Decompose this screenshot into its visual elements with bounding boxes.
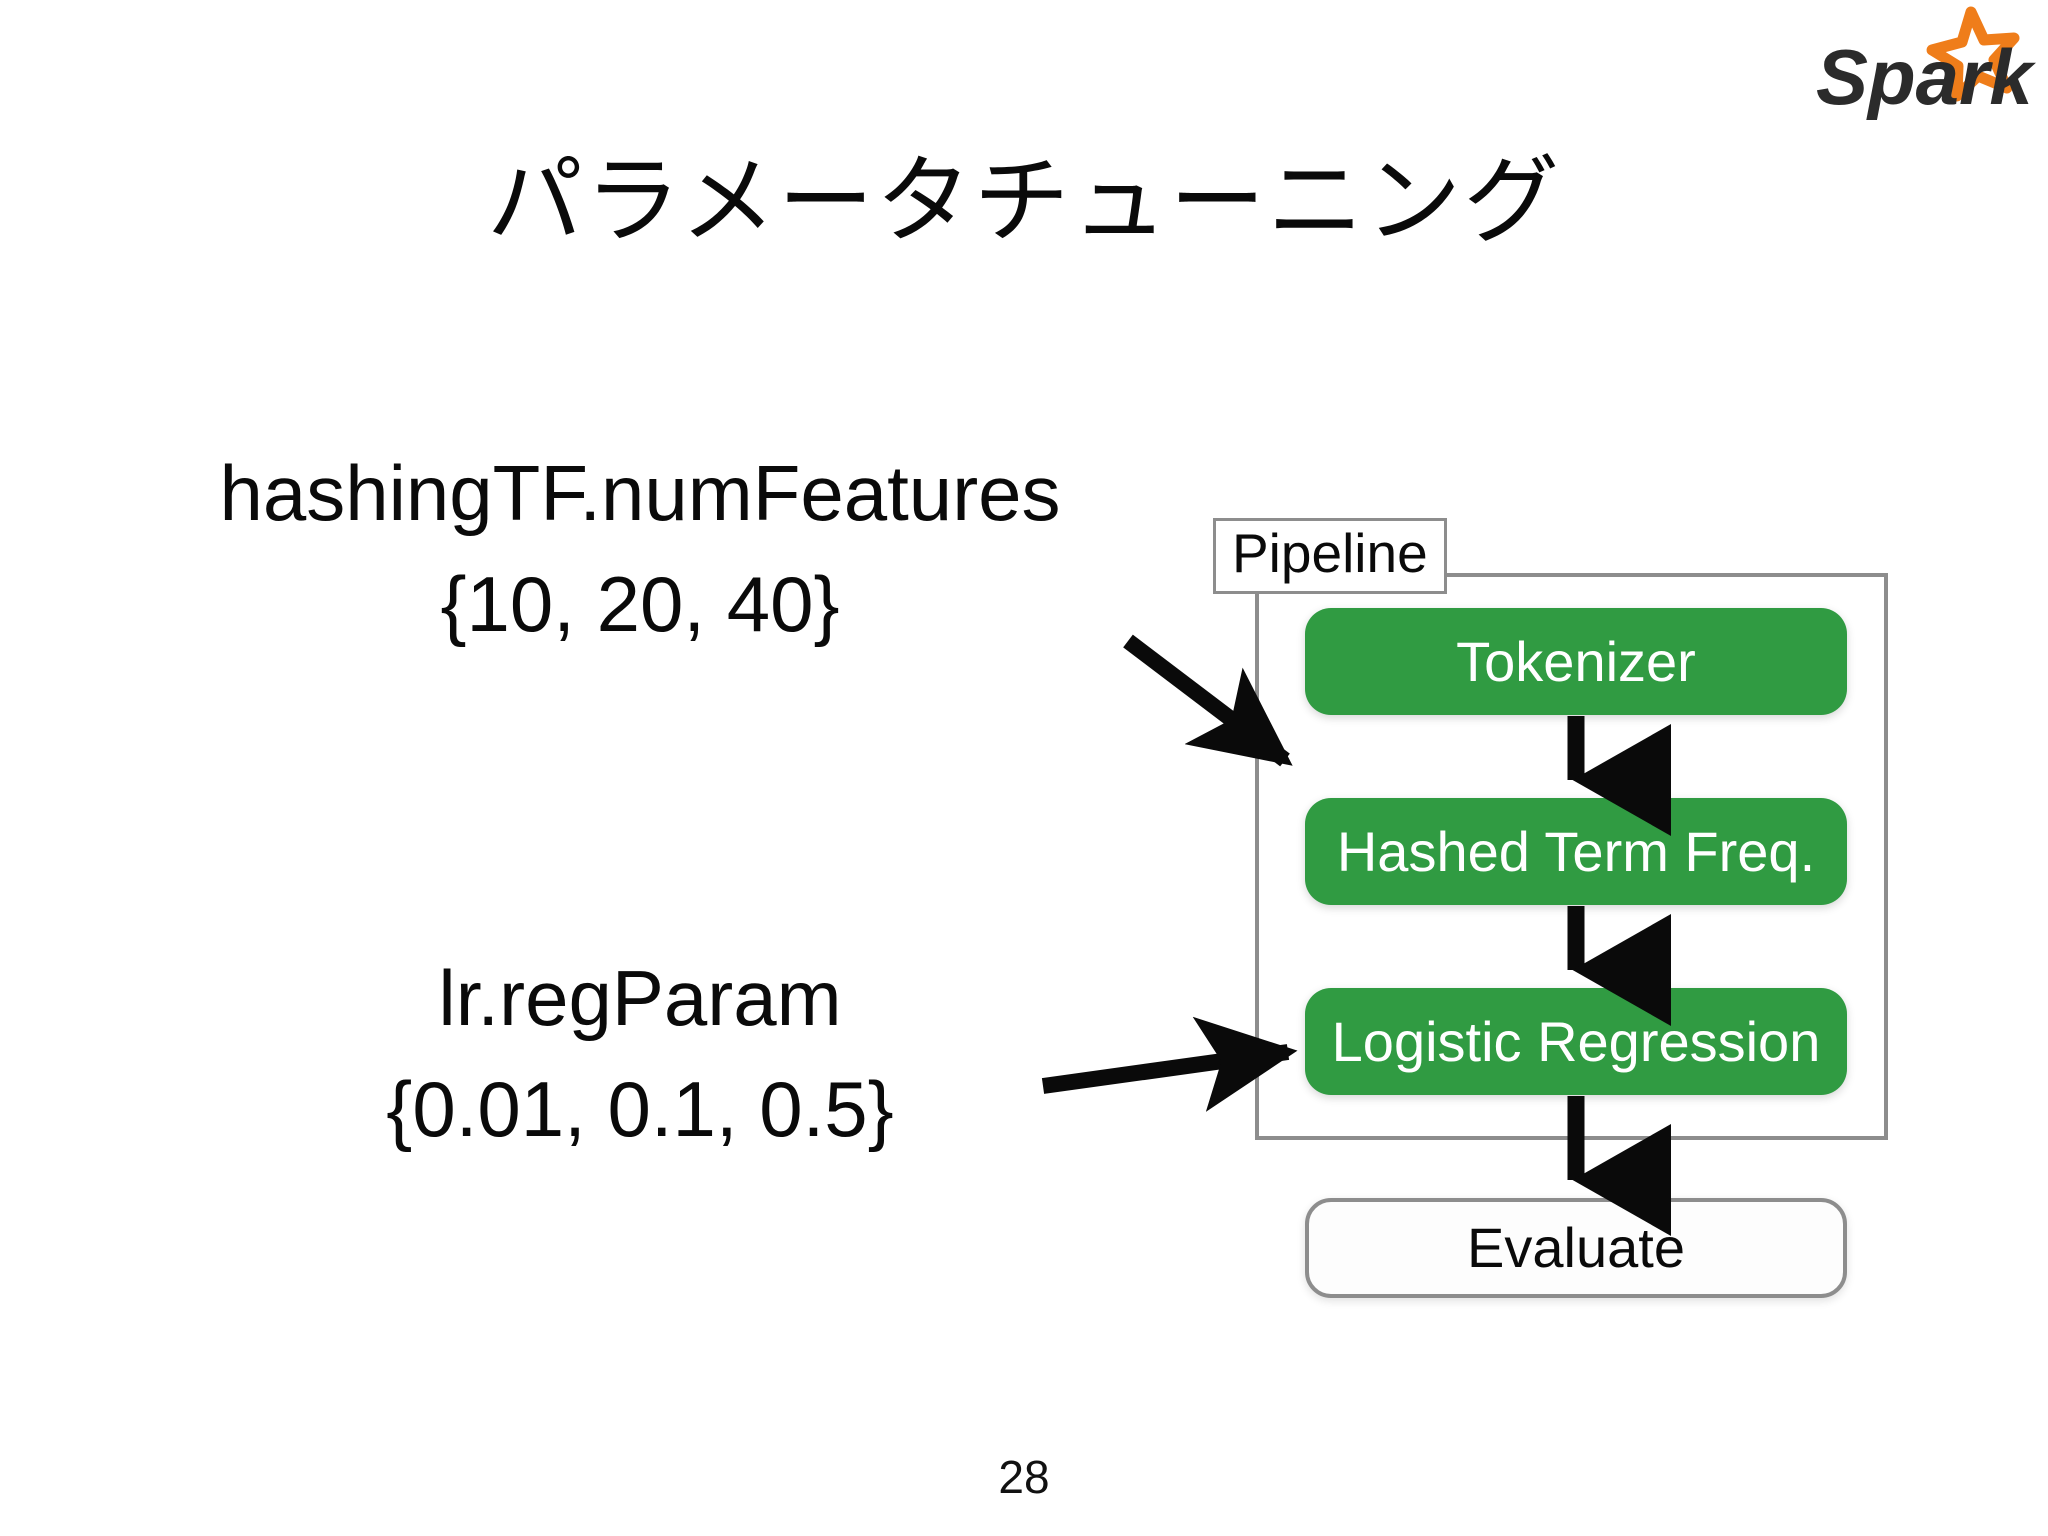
- page-number: 28: [998, 1451, 1050, 1503]
- stage-label: Evaluate: [1467, 1216, 1685, 1279]
- spark-logo: Spark: [1808, 4, 2038, 124]
- stage-tokenizer[interactable]: Tokenizer: [1305, 608, 1847, 715]
- stage-logistic-regression[interactable]: Logistic Regression: [1305, 988, 1847, 1095]
- star-icon: [1926, 6, 2020, 102]
- parameter-block-hashingtf: hashingTF.numFeatures {10, 20, 40}: [140, 449, 1140, 649]
- parameter-values: {10, 20, 40}: [440, 560, 840, 649]
- page-title: パラメータチューニング: [486, 148, 1562, 255]
- stage-hashed-term-freq[interactable]: Hashed Term Freq.: [1305, 798, 1847, 905]
- stage-label: Tokenizer: [1456, 629, 1696, 693]
- stage-label: Logistic Regression: [1331, 1009, 1821, 1073]
- stage-evaluate[interactable]: Evaluate: [1305, 1198, 1847, 1298]
- spark-wordmark: Spark: [1816, 33, 2036, 121]
- stage-label: Hashed Term Freq.: [1336, 819, 1816, 883]
- parameter-name: hashingTF.numFeatures: [219, 449, 1061, 537]
- parameter-block-regparam: lr.regParam {0.01, 0.1, 0.5}: [290, 954, 990, 1154]
- parameter-values: {0.01, 0.1, 0.5}: [386, 1065, 894, 1154]
- arrow-param-regparam-to-logisticregression: [1041, 1016, 1298, 1112]
- pipeline-label: Pipeline: [1213, 518, 1447, 594]
- parameter-name: lr.regParam: [438, 954, 842, 1042]
